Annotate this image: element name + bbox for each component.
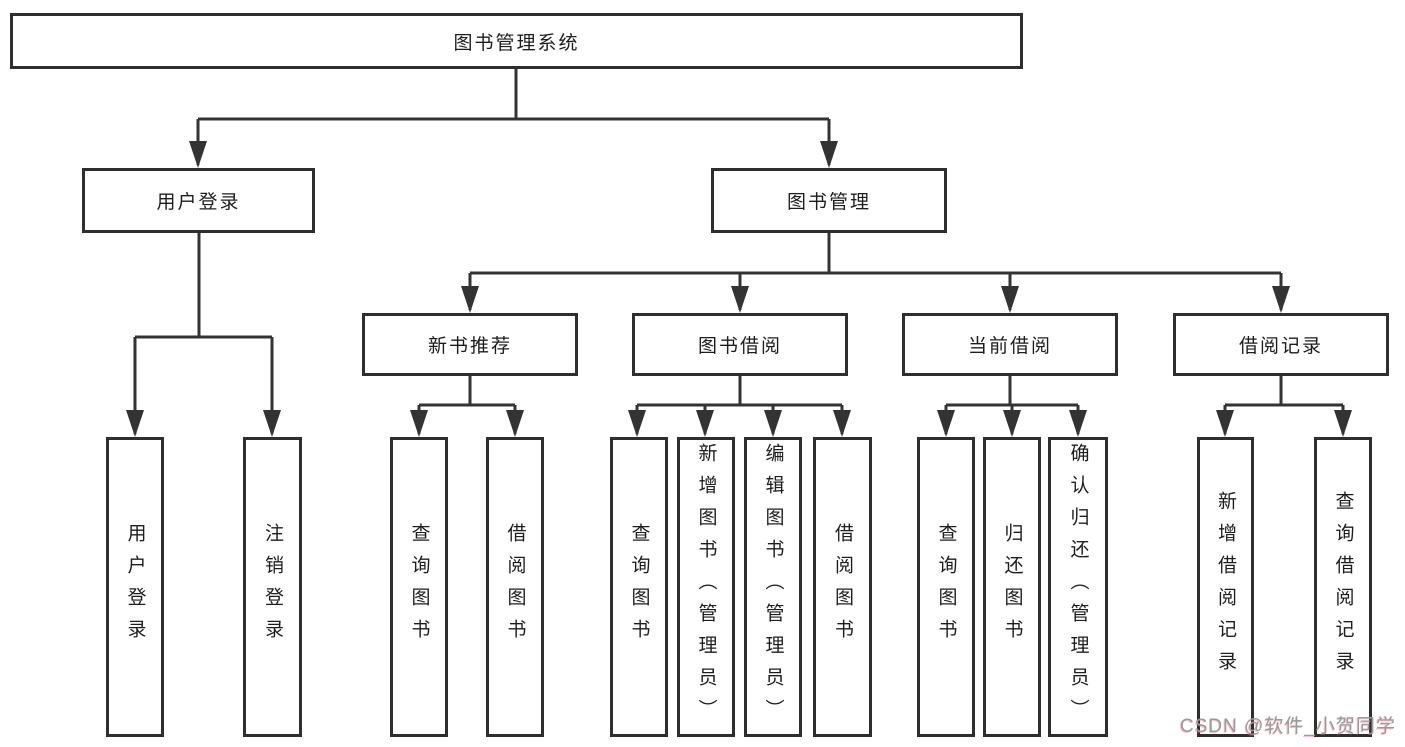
leaf-records-query: 查询借阅记录	[1314, 437, 1372, 737]
node-book-management-label: 图书管理	[786, 192, 871, 213]
leaf-borrow-add-admin: 新增图书（管理员）	[677, 437, 735, 737]
node-borrowing-records-label: 借阅记录	[1238, 336, 1323, 357]
leaf-records-add: 新增借阅记录	[1197, 437, 1254, 737]
node-book-borrowing: 图书借阅	[632, 313, 848, 376]
node-user-login-label: 用户登录	[156, 192, 241, 213]
leaf-borrow-borrow: 借阅图书	[813, 437, 872, 737]
leaf-newbooks-borrow: 借阅图书	[486, 437, 544, 737]
leaf-logout-label: 注销登录	[262, 523, 283, 651]
leaf-records-query-label: 查询借阅记录	[1332, 491, 1354, 683]
leaf-borrow-query-label: 查询图书	[628, 523, 650, 651]
leaf-borrow-edit-admin-label: 编辑图书（管理员）	[762, 443, 784, 731]
leaf-current-query: 查询图书	[917, 437, 975, 737]
leaf-records-add-label: 新增借阅记录	[1215, 491, 1236, 683]
leaf-borrow-add-admin-label: 新增图书（管理员）	[695, 443, 717, 731]
node-root-label: 图书管理系统	[453, 32, 580, 54]
leaf-logout: 注销登录	[243, 437, 302, 737]
node-new-book-recommend: 新书推荐	[362, 313, 578, 376]
leaf-current-confirm-return-admin: 确认归还（管理员）	[1048, 437, 1108, 737]
leaf-newbooks-query-label: 查询图书	[408, 523, 430, 651]
node-book-borrowing-label: 图书借阅	[697, 336, 782, 357]
csdn-watermark: CSDN @软件_小贺同学	[1180, 716, 1396, 737]
node-current-borrowing: 当前借阅	[902, 313, 1118, 376]
leaf-current-query-label: 查询图书	[935, 523, 957, 651]
node-book-management: 图书管理	[711, 168, 947, 233]
leaf-current-confirm-return-admin-label: 确认归还（管理员）	[1067, 443, 1089, 731]
node-user-login: 用户登录	[82, 168, 315, 233]
leaf-user-login-label: 用户登录	[124, 523, 146, 651]
node-root: 图书管理系统	[10, 13, 1023, 69]
leaf-current-return: 归还图书	[983, 437, 1041, 737]
leaf-newbooks-query: 查询图书	[390, 437, 448, 737]
leaf-borrow-borrow-label: 借阅图书	[832, 523, 853, 651]
node-new-book-recommend-label: 新书推荐	[427, 336, 512, 357]
leaf-user-login: 用户登录	[106, 437, 164, 737]
leaf-borrow-query: 查询图书	[610, 437, 668, 737]
leaf-newbooks-borrow-label: 借阅图书	[504, 523, 526, 651]
leaf-borrow-edit-admin: 编辑图书（管理员）	[744, 437, 802, 737]
leaf-current-return-label: 归还图书	[1001, 523, 1023, 651]
node-borrowing-records: 借阅记录	[1173, 313, 1389, 376]
node-current-borrowing-label: 当前借阅	[967, 336, 1052, 357]
